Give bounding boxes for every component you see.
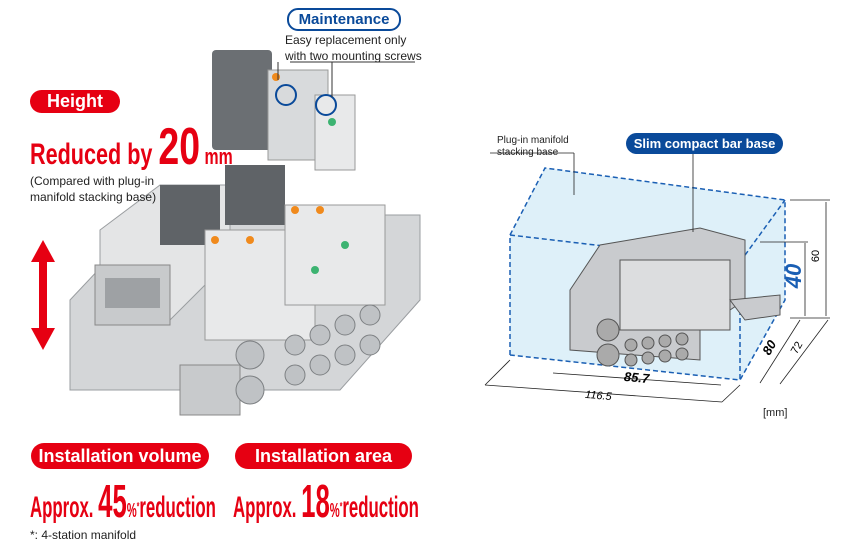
dim-85-7: 85.7 <box>623 368 650 387</box>
height-prefix: Reduced by <box>30 138 159 171</box>
unit-label: [mm] <box>763 407 788 419</box>
dimension-diagram <box>484 152 830 403</box>
height-arrow <box>31 240 55 350</box>
footnote: *: 4-station manifold <box>30 528 137 542</box>
slim-manifold <box>569 227 781 367</box>
height-badge: Height <box>30 90 120 113</box>
area-reduction: Approx. 18%*reduction <box>233 478 419 524</box>
slim-badge: Slim compact bar base <box>626 133 783 154</box>
volume-value: 45 <box>98 475 127 527</box>
maintenance-line-2: with two mounting screws <box>285 49 422 63</box>
plugin-label-2: stacking base <box>497 147 559 158</box>
dim-60: 60 <box>810 249 823 263</box>
height-value: 20 <box>158 118 201 176</box>
height-note-2: manifold stacking base) <box>30 190 157 204</box>
removed-valve-module <box>212 50 356 171</box>
area-pct: % <box>329 500 340 522</box>
area-prefix: Approx. <box>233 491 302 524</box>
volume-pct: % <box>126 500 137 522</box>
volume-badge: Installation volume <box>31 443 209 469</box>
height-note-1: (Compared with plug-in <box>30 174 155 188</box>
plugin-label-1: Plug-in manifold <box>497 135 569 146</box>
manifold-base <box>69 165 421 416</box>
volume-suffix: reduction <box>139 491 216 524</box>
volume-reduction: Approx. 45%*reduction <box>30 478 216 524</box>
area-suffix: reduction <box>342 491 419 524</box>
dim-40: 40 <box>781 263 807 289</box>
volume-star: * <box>136 499 140 514</box>
maintenance-line-1: Easy replacement only <box>285 33 407 47</box>
height-unit: mm <box>200 144 233 169</box>
area-value: 18 <box>301 475 330 527</box>
maintenance-badge: Maintenance <box>287 8 401 31</box>
area-badge: Installation area <box>235 443 412 469</box>
area-star: * <box>339 499 343 514</box>
dim-116-5: 116.5 <box>584 388 613 404</box>
volume-prefix: Approx. <box>30 491 99 524</box>
height-reduction: Reduced by 20 mm <box>30 121 233 173</box>
